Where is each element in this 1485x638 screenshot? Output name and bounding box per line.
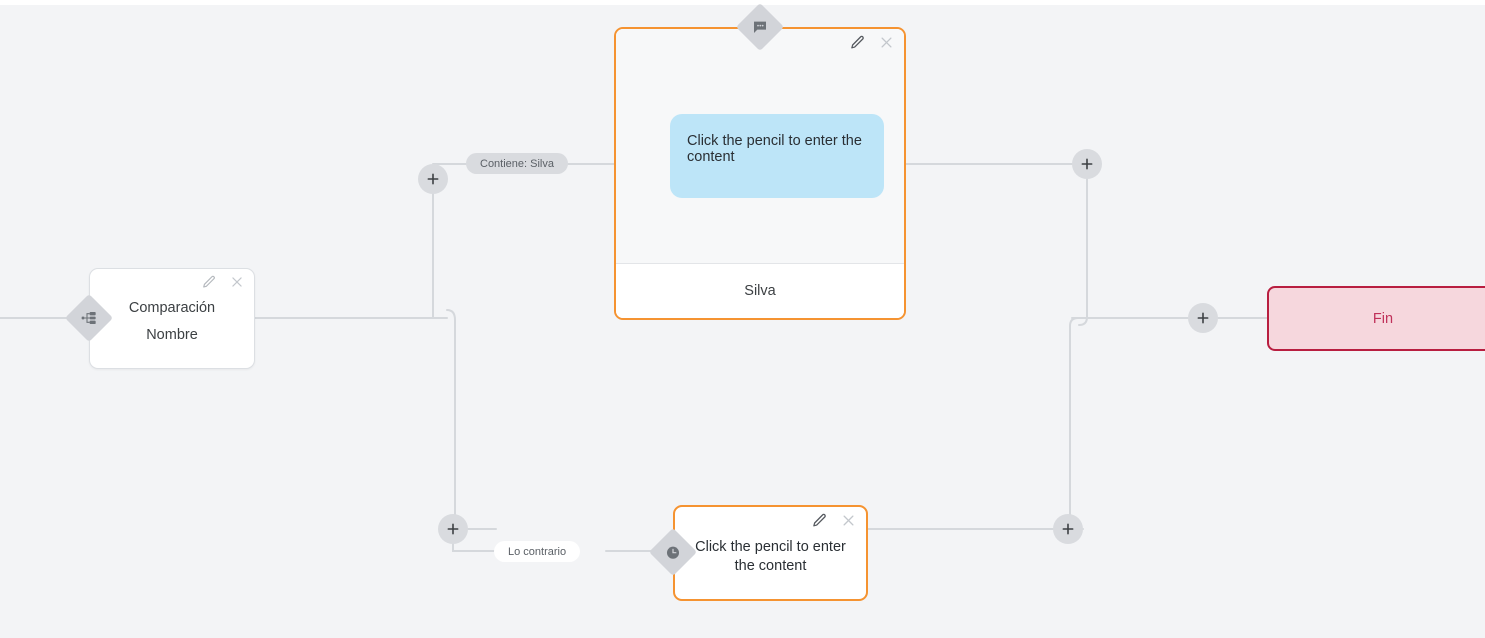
message-node-body: Click the pencil to enter the content	[616, 29, 904, 264]
plus-icon	[1079, 156, 1095, 172]
wait-node-text: Click the pencil to enter the content	[695, 539, 846, 574]
pencil-icon[interactable]	[850, 35, 865, 50]
close-icon[interactable]	[230, 275, 244, 289]
top-strip	[0, 0, 1485, 5]
edge-wait-riser	[1069, 317, 1084, 530]
compare-node-handle[interactable]	[64, 293, 114, 343]
compare-node-actions	[202, 275, 244, 289]
edge-false-down	[446, 309, 464, 530]
sitemap-icon	[81, 310, 97, 326]
edge-false-corner	[452, 543, 497, 552]
end-node-label: Fin	[1372, 310, 1394, 327]
message-node-footer: Silva	[616, 263, 904, 318]
close-icon[interactable]	[841, 513, 856, 528]
chat-bubble-icon	[752, 19, 768, 35]
close-icon[interactable]	[879, 35, 894, 50]
edge-wait-up	[1068, 325, 1076, 514]
clock-icon	[665, 544, 682, 561]
edge-message-down	[1078, 178, 1088, 326]
wait-node-handle[interactable]	[648, 527, 698, 577]
message-node-actions	[850, 35, 894, 50]
pencil-icon[interactable]	[812, 513, 827, 528]
pencil-icon[interactable]	[202, 275, 216, 289]
add-after-message-button[interactable]	[1072, 149, 1102, 179]
add-before-end-button[interactable]	[1188, 303, 1218, 333]
add-true-branch-button[interactable]	[418, 164, 448, 194]
add-false-branch-button[interactable]	[438, 514, 468, 544]
message-node-handle[interactable]	[735, 2, 785, 52]
wait-node-actions	[812, 513, 856, 528]
plus-icon	[425, 171, 441, 187]
plus-icon	[1060, 521, 1076, 537]
end-node[interactable]: Fin	[1267, 286, 1485, 351]
compare-node[interactable]: Comparación Nombre	[89, 268, 255, 369]
message-bubble[interactable]: Click the pencil to enter the content	[670, 114, 884, 198]
plus-icon	[1195, 310, 1211, 326]
compare-node-title: Comparación	[128, 300, 216, 316]
edge-label-lo-contrario[interactable]: Lo contrario	[494, 541, 581, 562]
compare-node-subtitle: Nombre	[146, 327, 198, 343]
edge-label-contiene[interactable]: Contiene: Silva	[466, 153, 568, 174]
message-node[interactable]: Click the pencil to enter the content Si…	[614, 27, 906, 320]
wait-node[interactable]: Click the pencil to enter the content	[673, 505, 868, 601]
plus-icon	[445, 521, 461, 537]
add-after-wait-button[interactable]	[1053, 514, 1083, 544]
